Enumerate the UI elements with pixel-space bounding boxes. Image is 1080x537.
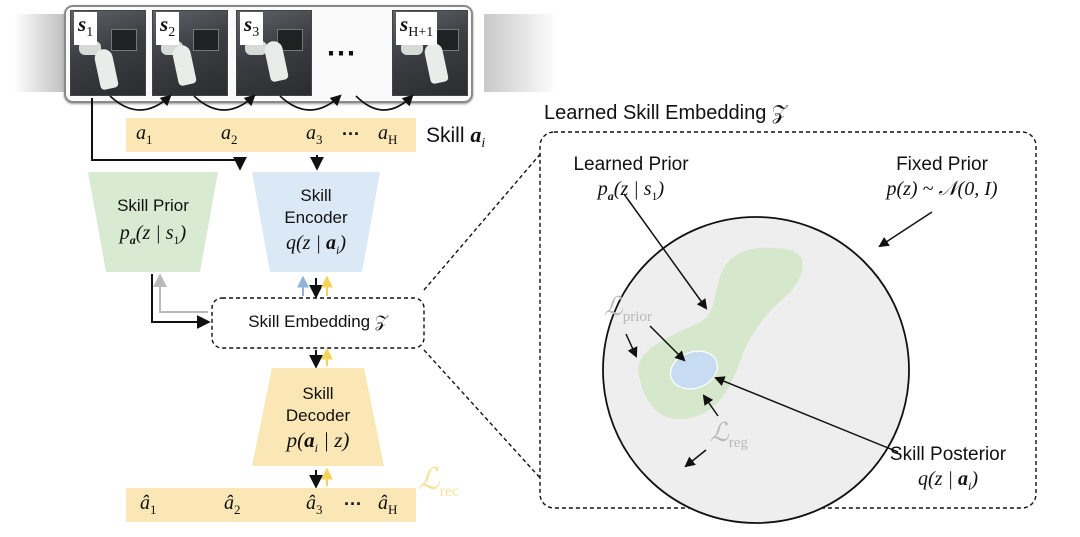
- reg-loss-arrow-2: [684, 449, 707, 468]
- skill-prior-formula: pa(z | s1): [119, 222, 187, 247]
- recon-a3: â3: [306, 492, 323, 517]
- state-label-last: sH+1: [396, 12, 438, 46]
- learned-prior-pointer: [623, 193, 708, 310]
- posterior-pointer: [714, 376, 899, 453]
- state-frame-1: s1: [70, 10, 146, 96]
- state-frame-2: s2: [152, 10, 228, 96]
- skill-decoder-label-2: Decoder: [285, 406, 351, 425]
- fixed-prior-formula: p(z) ~ 𝒩(0, I): [886, 178, 998, 200]
- skill-decoder-formula: p(ai | z): [286, 428, 350, 456]
- fixed-prior-label: Fixed Prior: [896, 154, 988, 175]
- skill-prior-label: Skill Prior: [117, 196, 189, 215]
- action-a3: a3: [306, 122, 323, 147]
- skill-prior-box: [88, 172, 218, 272]
- learned-prior-formula: pa(z | s1): [597, 178, 665, 203]
- zoom-line-top: [423, 151, 543, 291]
- skill-embedding-box: [211, 297, 425, 349]
- skill-embedding-label: Skill Embedding 𝒵: [248, 312, 388, 331]
- prior-loss-label: ℒprior: [604, 292, 652, 326]
- reg-loss-label: ℒreg: [710, 418, 748, 452]
- state-label-3: s3: [240, 12, 264, 46]
- fixed-prior-pointer: [878, 211, 933, 248]
- recon-a1: â1: [140, 492, 157, 517]
- prior-loss-arrow-2: [649, 325, 686, 362]
- recon-a2: â2: [224, 492, 241, 517]
- state-frame-last: sH+1: [392, 10, 468, 96]
- action-sequence-bar: [126, 118, 416, 152]
- prior-loss-arrow-1: [625, 333, 638, 358]
- transition-arc-1: [109, 94, 172, 111]
- skill-encoder-label-2: Encoder: [284, 208, 348, 227]
- prior-grey-gradient-arrow: [153, 273, 208, 313]
- skill-encoder-label-1: Skill: [300, 186, 332, 205]
- recon-ellipsis: ···: [344, 494, 362, 514]
- prior-to-embedding-arrow: [151, 274, 211, 329]
- panel-title: Learned Skill Embedding 𝒵: [544, 102, 788, 124]
- skill-encoder-formula: q(z | ai): [286, 232, 346, 257]
- state-to-prior-arrow: [91, 98, 247, 171]
- transition-arc-3: [279, 94, 342, 111]
- action-a1: a1: [136, 122, 153, 147]
- skill-decoder-box: [252, 368, 384, 466]
- faded-left-frame: [14, 14, 66, 92]
- frames-ellipsis: ⋯: [326, 37, 358, 70]
- action-a2: a2: [221, 122, 238, 147]
- action-aH: aH: [378, 122, 398, 147]
- zoom-line-bottom: [423, 349, 543, 481]
- embedding-space-circle: [602, 216, 910, 524]
- recon-aH: âH: [378, 492, 398, 517]
- posterior-formula: q(z | ai): [918, 468, 978, 493]
- state-label-2: s2: [156, 12, 180, 46]
- state-frame-3: s3: [236, 10, 312, 96]
- action-ellipsis: ···: [342, 124, 360, 144]
- reg-loss-arrow-1: [702, 394, 719, 417]
- posterior-label: Skill Posterior: [889, 444, 1007, 465]
- skill-decoder-label-1: Skill: [302, 384, 334, 403]
- reconstructed-actions-bar: [126, 488, 416, 522]
- state-label-1: s1: [74, 12, 98, 46]
- reconstruction-loss-label: ℒrec: [418, 463, 460, 500]
- faded-right-frame: [484, 14, 558, 92]
- skill-action-label: Skill ai: [426, 122, 486, 152]
- transition-arc-4: [355, 94, 414, 111]
- skill-encoder-box: [252, 172, 380, 272]
- transition-arc-2: [193, 94, 256, 111]
- learned-prior-label: Learned Prior: [573, 154, 689, 175]
